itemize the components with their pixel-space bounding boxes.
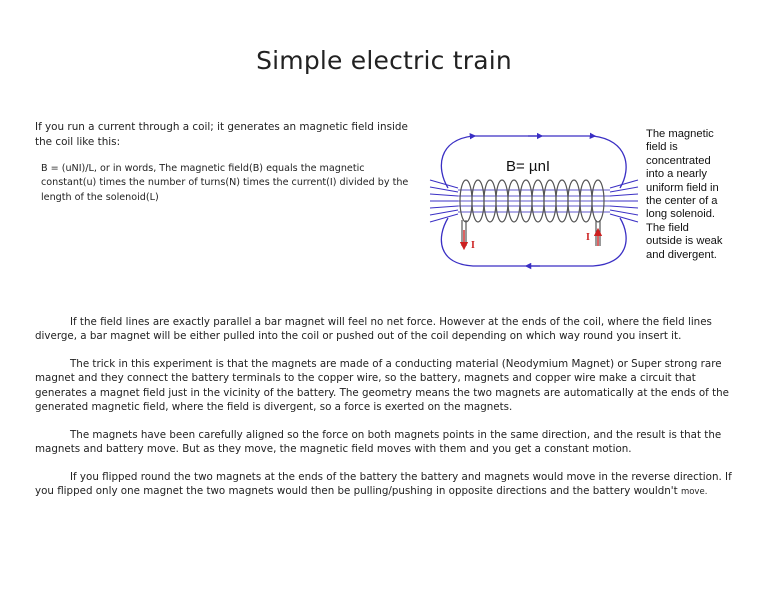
- inner-field-lines: [458, 189, 610, 213]
- intro-text: If you run a current through a coil; it …: [35, 120, 410, 149]
- diagram-caption: The magnetic field is concentrated into …: [646, 128, 723, 261]
- current-label-left: I: [471, 240, 475, 251]
- coil-windings: [459, 179, 605, 223]
- formula-paragraph: B = (uNI)/L, or in words, The magnetic f…: [41, 163, 409, 203]
- current-arrows: [459, 227, 603, 251]
- paragraph-last: If you flipped round the two magnets at …: [35, 470, 740, 499]
- paragraph-last-tail: move.: [680, 487, 708, 498]
- intro-paragraph: If you run a current through a coil; it …: [35, 121, 408, 148]
- paragraph: If the field lines are exactly parallel …: [35, 316, 712, 343]
- solenoid-diagram: I I B= µnI: [429, 132, 639, 270]
- paragraph: The trick in this experiment is that the…: [35, 358, 729, 413]
- formula-block: B = (uNI)/L, or in words, The magnetic f…: [35, 162, 415, 205]
- fringe-field-lines: [429, 179, 639, 223]
- coil-leads: [461, 220, 601, 246]
- page-title: Simple electric train: [256, 46, 512, 75]
- paragraph-last-main: If you flipped round the two magnets at …: [35, 471, 732, 498]
- paragraph: The magnets have been carefully aligned …: [35, 428, 722, 456]
- current-label-right: I: [586, 232, 590, 243]
- outer-field-lines: [440, 132, 627, 270]
- equation-label: B= µnI: [506, 158, 550, 175]
- body-text: If the field lines are exactly parallel …: [35, 315, 740, 513]
